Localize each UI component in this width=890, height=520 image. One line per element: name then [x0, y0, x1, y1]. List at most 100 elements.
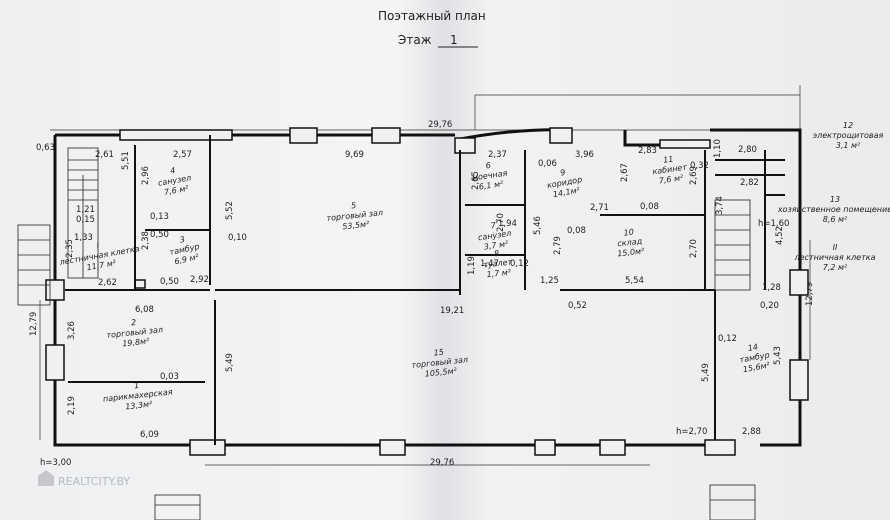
dim-label: 1,47: [480, 259, 499, 269]
dim-label: 6,09: [140, 430, 159, 440]
room-number: 10: [623, 228, 634, 238]
dim-label: 2,83: [638, 146, 657, 156]
dim-label: 2,61: [95, 150, 114, 160]
dim-label: 2,62: [98, 278, 117, 288]
dim-label: 4,52: [775, 226, 785, 245]
room-name: туалет: [483, 257, 513, 269]
dim-bottom-overall: 29,76: [430, 458, 454, 468]
room-number: 14: [747, 342, 759, 353]
dim-label: 0,15: [76, 215, 95, 225]
floor-number: 1: [450, 33, 458, 47]
room-number: 12: [843, 121, 853, 130]
room-number: I: [96, 241, 101, 250]
dim-label: 2,67: [620, 163, 630, 182]
dim-label: 1,10: [713, 139, 723, 158]
room-area: 8,6 м²: [823, 215, 848, 224]
height-right: h=2,70: [676, 427, 707, 437]
dim-label: 2,70: [689, 239, 699, 258]
stairs-left: [67, 147, 99, 279]
dim-label: 2,69: [689, 166, 699, 185]
room-number: 15: [433, 348, 444, 358]
dim-mid-overall: 19,21: [440, 306, 464, 316]
dim-label: 2,37: [488, 150, 507, 160]
dim-label: 9,69: [345, 150, 364, 160]
external-stairs-left: [17, 224, 51, 306]
room-area: 19,8м²: [122, 336, 151, 348]
watermark: REALTCITY.BY: [38, 470, 130, 488]
dim-label: 2,71: [590, 203, 609, 213]
room-number: 1: [134, 381, 140, 390]
external-stairs-bottom: [154, 484, 756, 520]
dim-label: 0,32: [690, 161, 709, 171]
room-area: 7,6 м²: [658, 173, 684, 185]
dim-label: 3,74: [715, 196, 725, 215]
dim-label: 0,50: [150, 230, 169, 240]
room-area: 3,7 м²: [483, 239, 509, 251]
dim-label: 3,96: [575, 150, 594, 160]
room-area: 15,0м²: [617, 246, 646, 258]
height-left: h=3,00: [40, 458, 71, 468]
room-name: электрощитовая: [813, 131, 884, 140]
dim-label: 2,65: [471, 171, 481, 190]
dim-label: 2,38: [141, 231, 151, 250]
dim-label: 1,94: [498, 219, 517, 229]
dim-label: 2,92: [190, 275, 209, 285]
plan-title: Поэтажный план: [378, 9, 486, 23]
dim-label: 5,46: [533, 216, 543, 235]
room-area: 13,3м²: [125, 399, 154, 411]
room-name: лестничная клетка: [794, 253, 876, 262]
exterior-walls: [53, 128, 802, 447]
dim-label: 1,21: [76, 205, 95, 215]
dim-label: 2,35: [65, 239, 75, 258]
room-number: 9: [560, 168, 567, 178]
dim-label: 0,06: [538, 159, 557, 169]
interior-walls: [65, 135, 785, 445]
room-number: 8: [494, 249, 500, 258]
watermark-text: REALTCITY.BY: [58, 475, 130, 488]
dim-label: 1,25: [540, 276, 559, 286]
room-number: 11: [663, 154, 674, 164]
dim-label: 0,03: [160, 372, 179, 382]
dim-label: 0,08: [640, 202, 659, 212]
room-number: 3: [179, 235, 186, 245]
dim-label: 2,88: [742, 427, 761, 437]
dim-label: 0,12: [718, 334, 737, 344]
room-area: 7,6 м²: [163, 184, 189, 197]
dim-label: 0,12: [510, 259, 529, 269]
dim-label: 5,51: [121, 151, 131, 170]
dim-label: 1,33: [74, 233, 93, 243]
room-area: 53,5м²: [342, 219, 371, 231]
room-area: 7,2 м²: [823, 263, 848, 272]
room-number: 13: [830, 195, 840, 204]
room-area: 6,1 м²: [478, 179, 504, 191]
dim-label: 6,08: [135, 305, 154, 315]
dim-label: 0,50: [160, 277, 179, 287]
room-name: склад: [617, 237, 643, 249]
dim-label: 2,79: [553, 236, 563, 255]
room-name: хозяйственное помещение: [777, 205, 890, 214]
dim-label: 0,08: [567, 226, 586, 236]
dim-label: 2,80: [738, 145, 757, 155]
room-area: 105,5м²: [424, 366, 458, 378]
dim-label: 5,49: [701, 363, 711, 382]
room-number: 5: [351, 201, 357, 210]
windows: [45, 127, 809, 456]
room-number: 4: [170, 166, 177, 176]
room-number: II: [833, 243, 838, 252]
room-number: 2: [131, 318, 137, 327]
floor-label: Этаж: [398, 33, 432, 47]
dim-label: 1,19: [467, 256, 477, 275]
room-number: 7: [490, 221, 497, 231]
